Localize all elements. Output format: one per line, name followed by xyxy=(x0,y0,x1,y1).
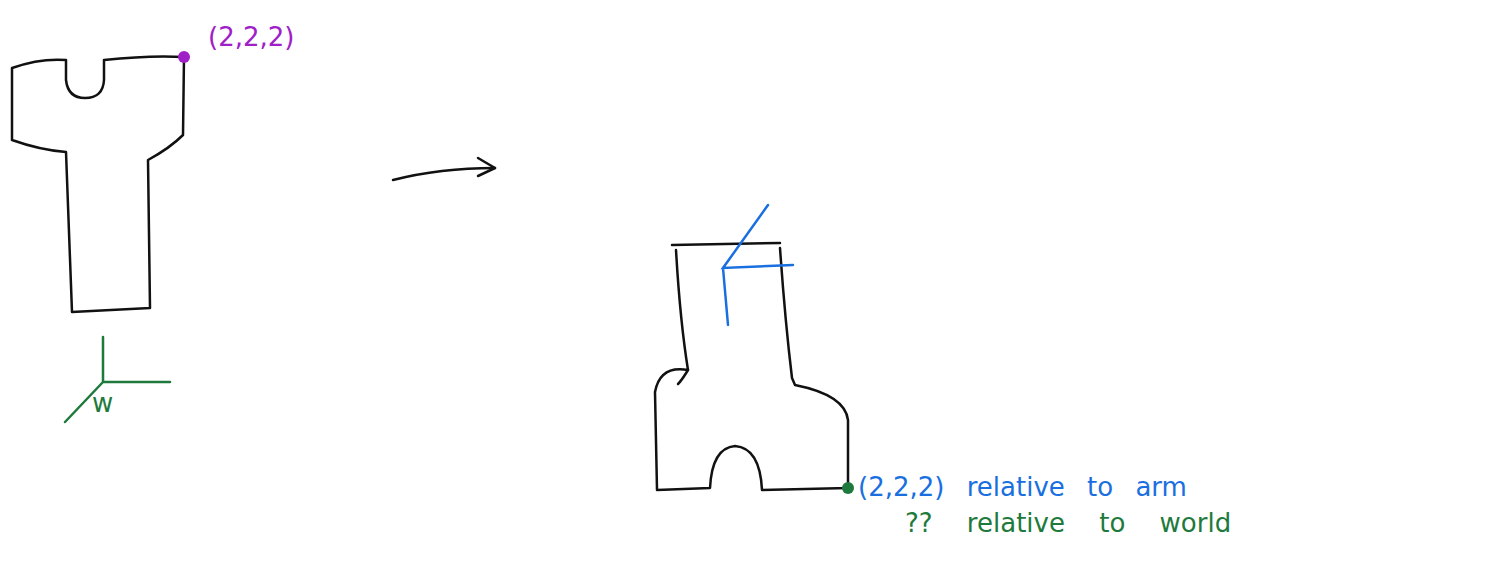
annotation-label: (2,2,2) relative to arm xyxy=(858,472,1187,503)
annotation-label: (2,2,2) xyxy=(208,22,294,53)
motion-arrow-head xyxy=(478,158,495,176)
arm-axes xyxy=(723,205,793,325)
object-after-top xyxy=(672,243,780,245)
object-before xyxy=(12,56,184,312)
point-marker xyxy=(178,51,190,63)
object-after xyxy=(655,248,848,490)
annotation-label: ?? relative to world xyxy=(905,508,1231,539)
annotation-label: w xyxy=(92,388,113,419)
object-after-hook xyxy=(678,370,688,384)
point-marker xyxy=(842,482,854,494)
world-axes xyxy=(65,337,170,422)
